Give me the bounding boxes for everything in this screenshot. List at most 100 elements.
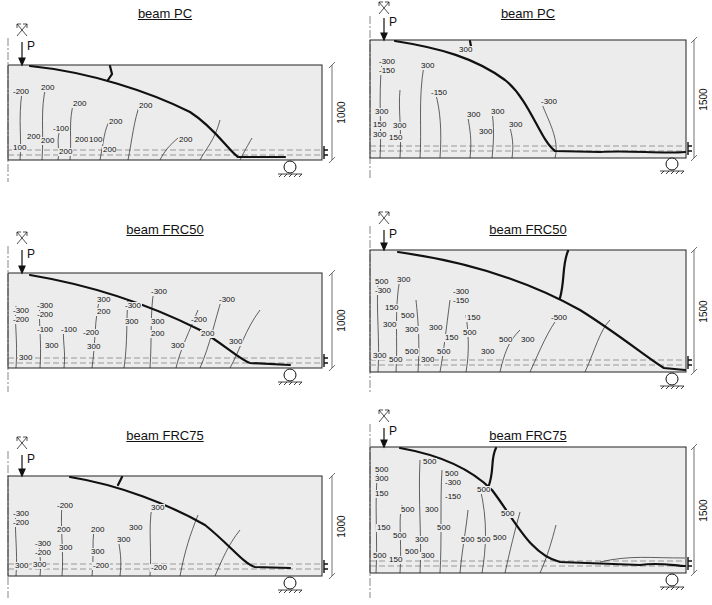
crack-load-number: 300 — [58, 544, 73, 552]
crack-load-number: 300 — [228, 338, 243, 346]
crack-load-number: 150 — [384, 304, 399, 312]
crack-load-number: -100 — [36, 326, 54, 334]
symmetry-symbol — [17, 2, 389, 449]
beam-title: beam FRC75 — [489, 428, 566, 443]
beam-title: beam PC — [501, 6, 555, 21]
dimension-label: 1000 — [336, 101, 347, 123]
crack-load-number: -200 — [150, 564, 168, 572]
symmetry-symbol — [17, 24, 27, 36]
crack-load-number: 500 — [374, 466, 389, 474]
load-label: P — [27, 248, 35, 261]
reinforcement-bar — [370, 360, 686, 365]
crack-load-number: -300 — [12, 307, 30, 315]
load-arrow — [19, 58, 25, 65]
load-label: P — [27, 453, 35, 466]
crack-load-number: 300 — [150, 504, 165, 512]
dimension-line — [691, 247, 697, 375]
crack-load-number: 150 — [372, 121, 387, 129]
crack-load-number: -300 — [36, 302, 54, 310]
shear-crack — [400, 448, 685, 566]
crack-load-number: 300 — [480, 348, 495, 356]
beam-title: beam PC — [138, 6, 192, 21]
beam-panel: beam FRC75 — [8, 428, 322, 576]
support-ground — [660, 386, 684, 389]
crack-load-number: 200 — [178, 136, 193, 144]
crack-load-number: 300 — [420, 356, 435, 364]
crack-load-number: 500 — [462, 329, 477, 337]
crack-load-number: 500 — [476, 536, 491, 544]
symmetry-symbol — [379, 212, 389, 224]
flexural-crack — [380, 60, 556, 158]
crack-load-number: 300 — [396, 276, 411, 284]
crack-load-number: 300 — [44, 342, 59, 350]
crack-load-number: -300 — [124, 302, 142, 310]
support-ground — [278, 590, 302, 593]
roller-support — [666, 373, 678, 385]
crack-load-number: 300 — [404, 326, 419, 334]
crack-load-number: 300 — [428, 324, 443, 332]
crack-load-number: 300 — [372, 131, 387, 139]
support-ground — [660, 171, 684, 174]
crack-load-number: 300 — [116, 536, 131, 544]
crack-load-number: 300 — [32, 561, 47, 569]
crack-load-number: 300 — [508, 121, 523, 129]
crack-load-number: 300 — [382, 321, 397, 329]
crack-load-number: -200 — [36, 311, 54, 319]
crack-load-number: 300 — [490, 108, 505, 116]
crack-load-number: -200 — [12, 88, 30, 96]
crack-load-number: 150 — [376, 524, 391, 532]
crack-load-number: 300 — [372, 352, 387, 360]
crack-load-number: 500 — [400, 506, 415, 514]
symmetry-axis — [8, 246, 9, 392]
beam-panel: beam FRC50 — [370, 222, 686, 372]
roller-support — [666, 574, 678, 586]
beam-body — [8, 40, 686, 576]
load-arrow — [19, 18, 387, 476]
crack-load-number: 150 — [374, 490, 389, 498]
reinforcement-bar — [370, 146, 686, 151]
crack-load-number: -300 — [12, 510, 30, 518]
crack-load-number: -150 — [444, 493, 462, 501]
crack-load-number: 500 — [500, 510, 515, 518]
beam-title: beam FRC50 — [126, 222, 203, 237]
crack-load-number: -200 — [92, 562, 110, 570]
crack-load-number: -300 — [452, 288, 470, 296]
shear-crack — [70, 477, 290, 568]
roller-support — [666, 158, 678, 170]
crack-load-number: -100 — [60, 326, 78, 334]
crack-load-number: 200 — [96, 308, 111, 316]
roller-support — [284, 577, 296, 589]
crack-load-number: 200 — [72, 100, 87, 108]
shear-crack — [30, 66, 285, 157]
dimension-label: 1500 — [698, 88, 709, 110]
crack-load-number: -200 — [34, 549, 52, 557]
load-label: P — [27, 40, 35, 53]
reinforcement-bar — [8, 150, 322, 155]
support-ground — [278, 174, 302, 177]
crack-load-number: -300 — [444, 479, 462, 487]
flexural-crack — [377, 278, 610, 372]
crack-load-number: -200 — [56, 502, 74, 510]
flexural-crack — [15, 290, 260, 368]
crack-load-number: -300 — [540, 98, 558, 106]
beam-panel: beam FRC75 — [370, 428, 686, 573]
shear-crack — [398, 251, 685, 370]
beam-panel: beam PC — [370, 6, 686, 158]
crack-load-number: 200 — [40, 137, 55, 145]
crack-load-number: 500 — [460, 536, 475, 544]
flexural-crack — [20, 86, 252, 160]
crack-load-number: 300 — [150, 318, 165, 326]
beam-body — [370, 40, 686, 158]
symmetry-symbol — [379, 2, 389, 14]
end-plate — [324, 142, 692, 573]
symmetry-axis — [370, 424, 371, 598]
dimension-label: 1500 — [698, 300, 709, 322]
roller-support — [284, 158, 678, 589]
dimension-label: 1000 — [336, 515, 347, 537]
end-plate — [688, 142, 692, 155]
beam-panel: beam PC — [8, 6, 322, 160]
crack-load-number: 200 — [58, 148, 73, 156]
crack-load-number: -300 — [218, 296, 236, 304]
end-plate — [688, 557, 692, 570]
